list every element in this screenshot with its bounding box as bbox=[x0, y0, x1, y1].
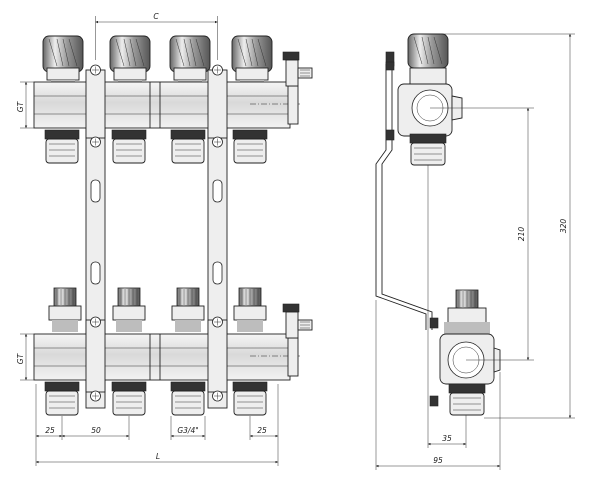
dim-l-label: L bbox=[156, 452, 160, 461]
dim-edge-right-label: 25 bbox=[257, 426, 267, 435]
bottom-air-vent bbox=[282, 303, 313, 339]
top-manifold bbox=[33, 35, 313, 164]
dim-c-label: C bbox=[153, 12, 159, 21]
side-bracket bbox=[375, 51, 439, 407]
top-outlet-connectors bbox=[44, 129, 268, 164]
dim-95-label: 95 bbox=[433, 456, 443, 465]
bottom-flow-meters bbox=[48, 287, 267, 332]
dim-edge-left-label: 25 bbox=[45, 426, 55, 435]
bottom-pipe bbox=[33, 333, 291, 381]
side-top-unit bbox=[397, 33, 463, 166]
top-pipe bbox=[33, 81, 291, 129]
front-view: C GT GT 25 50 G3/4" bbox=[16, 12, 313, 466]
dim-210-label: 210 bbox=[517, 227, 526, 242]
dim-gt-bottom-label: GT bbox=[16, 352, 25, 364]
dim-320-label: 320 bbox=[559, 219, 568, 234]
top-air-vent bbox=[282, 51, 313, 87]
front-dimensions: C GT GT 25 50 G3/4" bbox=[16, 12, 279, 466]
dim-gt-top-label: GT bbox=[16, 100, 25, 112]
side-dimensions: 320 210 35 95 bbox=[375, 33, 575, 470]
dim-35-label: 35 bbox=[442, 434, 452, 443]
bottom-manifold bbox=[33, 287, 313, 416]
dim-thread-label: G3/4" bbox=[177, 426, 198, 435]
dim-pitch-label: 50 bbox=[91, 426, 101, 435]
side-bottom-unit bbox=[439, 289, 501, 416]
bottom-outlet-connectors bbox=[44, 381, 268, 416]
side-view: 320 210 35 95 bbox=[375, 33, 575, 470]
